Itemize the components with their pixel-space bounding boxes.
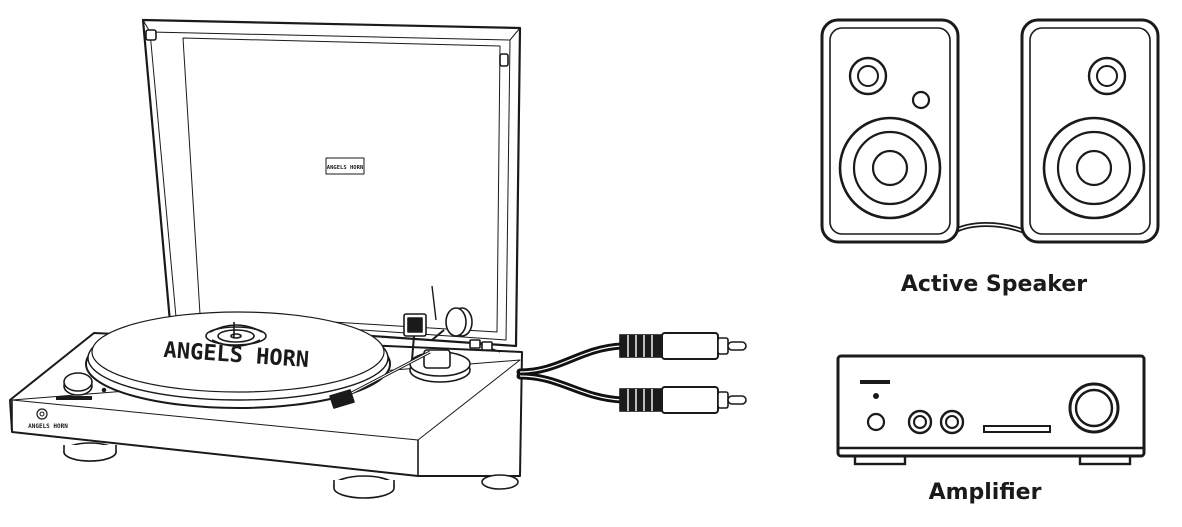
power-led <box>873 393 879 399</box>
rca-cable-icon <box>516 332 747 414</box>
platter-logo-icon <box>205 324 267 347</box>
rca-plug-bottom <box>619 386 747 414</box>
rca-plug-top <box>619 332 747 360</box>
amp-display <box>983 425 1051 433</box>
speaker-left <box>820 18 960 244</box>
volume-knob <box>911 90 931 110</box>
lid-badge-text: ANGELS HORN <box>327 165 363 171</box>
turntable-lid: ANGELS HORN <box>141 18 522 348</box>
amplifier-icon <box>836 354 1146 466</box>
front-brand-text: ANGELS HORN <box>28 423 68 430</box>
speaker-pair-icon <box>820 18 1160 244</box>
power-button <box>866 412 886 432</box>
turntable-icon: ANGELS HORN ANGELS HORN <box>9 18 523 499</box>
amplifier-caption: Amplifier <box>928 480 1042 505</box>
speaker-caption: Active Speaker <box>900 272 1088 297</box>
speaker-right <box>1020 18 1160 244</box>
turntable-platter: ANGELS HORN <box>85 311 391 409</box>
tonearm <box>329 285 501 409</box>
